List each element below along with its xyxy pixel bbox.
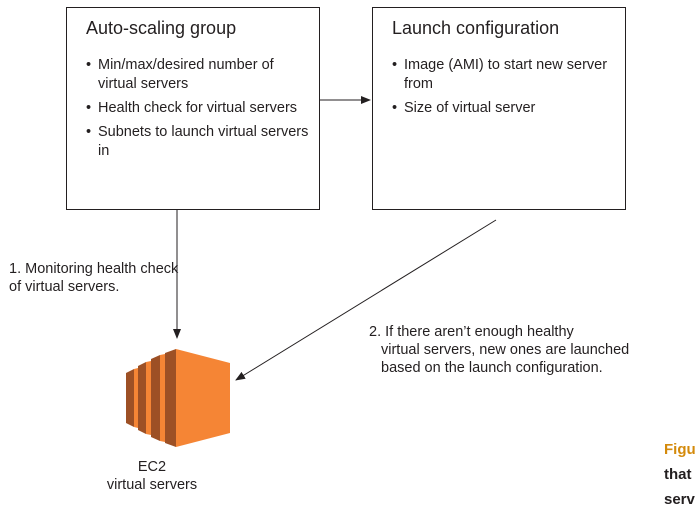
ec2-caption-line: virtual servers — [106, 477, 198, 493]
ec2-instance-icon — [126, 349, 230, 447]
ec2-icon-slab — [134, 368, 138, 428]
ec2-icon-slab — [126, 369, 134, 427]
bullet-icon: • — [86, 57, 92, 73]
ec2-caption: EC2 virtual servers — [82, 458, 222, 494]
bullet-text: Image (AMI) to start new server from — [404, 57, 608, 92]
launch-arrow — [235, 219, 497, 381]
ec2-icon-slab — [146, 361, 151, 435]
bullet-text: Subnets to launch virtual servers in — [98, 124, 309, 159]
ec2-icon-slab — [151, 355, 160, 441]
ec2-icon-slab — [165, 349, 176, 447]
list-item: • Min/max/desired number of virtual serve… — [86, 56, 313, 94]
bullet-text: Min/max/desired number of virtual server… — [98, 57, 274, 92]
bullet-icon: • — [392, 100, 398, 116]
list-item: • Health check for virtual servers — [86, 99, 313, 118]
bullet-icon: • — [86, 100, 92, 116]
launch-label: 2. If there aren’t enough healthy virtua… — [369, 323, 699, 377]
launch-configuration-box: Launch configuration • Image (AMI) to sta… — [372, 7, 626, 210]
figure-caption-line: serv — [664, 491, 695, 508]
ec2-caption-line: EC2 — [137, 459, 167, 475]
launch-label-line: virtual servers, new ones are launched — [381, 342, 630, 358]
ec2-icon-slab — [138, 362, 146, 434]
monitoring-label: 1. Monitoring health check of virtual se… — [9, 261, 179, 295]
launch-label-line: based on the launch configuration. — [381, 360, 603, 376]
bullet-text: Size of virtual server — [404, 100, 536, 116]
list-item: • Image (AMI) to start new server from — [392, 56, 619, 94]
list-item: • Subnets to launch virtual servers in — [86, 123, 313, 161]
autoscaling-group-title: Auto-scaling group — [86, 18, 237, 38]
list-item: • Size of virtual server — [392, 99, 619, 118]
launch-configuration-title: Launch configuration — [392, 18, 560, 38]
autoscaling-group-box: Auto-scaling group • Min/max/desired numb… — [66, 7, 320, 210]
launch-configuration-bullet-list: • Image (AMI) to start new server from • S… — [392, 56, 619, 123]
ec2-icon-slab — [160, 354, 165, 442]
autoscaling-group-bullet-list: • Min/max/desired number of virtual serve… — [86, 56, 313, 166]
figure-caption-line: that — [664, 466, 692, 483]
bullet-icon: • — [392, 57, 398, 73]
figure-caption-fragment: Figu that serv — [664, 437, 700, 512]
launch-label-line: 2. If there aren’t enough healthy — [369, 324, 574, 340]
figure-caption-line: Figu — [664, 441, 696, 458]
ec2-icon-front — [176, 349, 230, 447]
bullet-icon: • — [86, 124, 92, 140]
bullet-text: Health check for virtual servers — [98, 100, 298, 116]
